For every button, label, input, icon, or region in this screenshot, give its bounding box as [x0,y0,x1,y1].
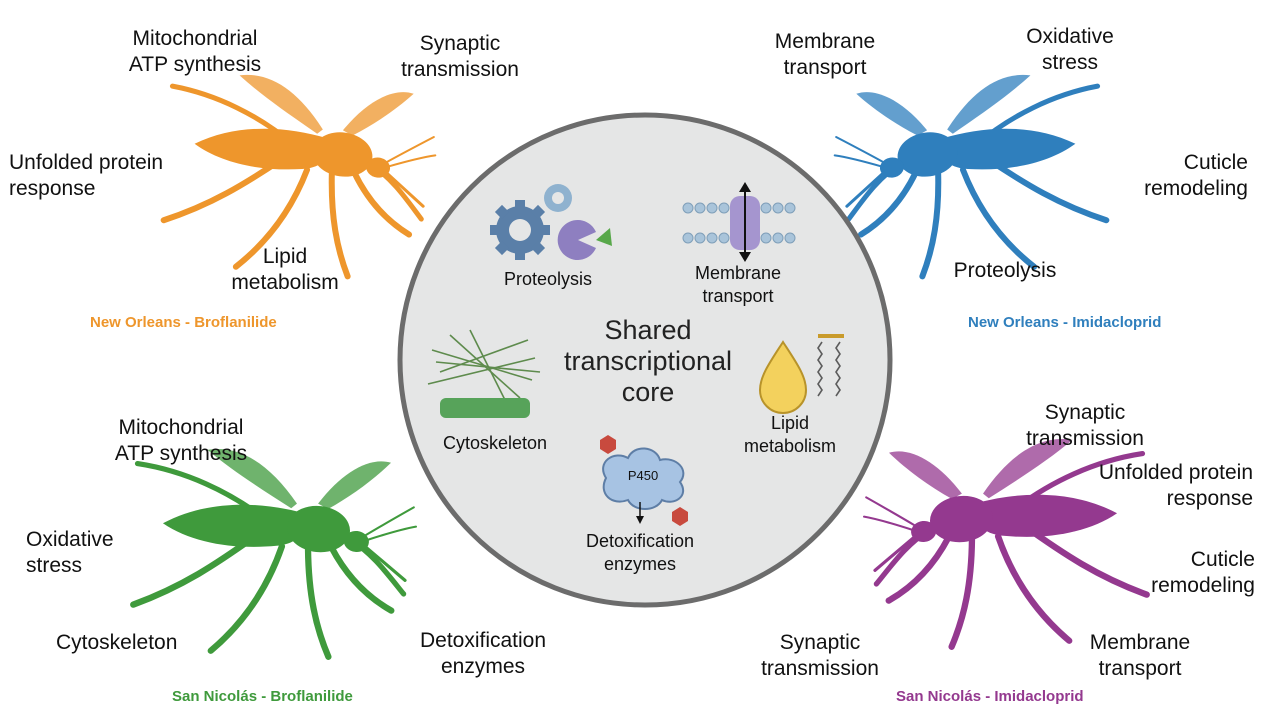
center-detox-label: Detoxification enzymes [585,531,695,574]
cytoskeleton-icon [427,329,541,401]
tl-label-mito: Mitochondrial ATP synthesis [128,27,262,76]
p450-icon [600,435,688,526]
lipid-icon [758,334,844,414]
proteolysis-icon [490,184,612,260]
tl-caption: New Orleans - Broflanilide [90,314,277,331]
tr-label-proteolysis: Proteolysis [953,259,1057,282]
br-caption: San Nicolás - Imidacloprid [896,688,1084,705]
center-proteolysis-label: Proteolysis [503,269,593,289]
tr-label-cuticle: Cuticle remodeling [1144,151,1248,200]
bl-caption: San Nicolás - Broflanilide [172,688,353,705]
membrane-icon [682,182,796,262]
microtubule-icon [440,398,530,418]
tl-label-upr: Unfolded protein response [9,151,164,200]
p450-label: P450 [627,468,659,483]
bl-label-cytoskeleton: Cytoskeleton [56,631,178,654]
tr-caption: New Orleans - Imidacloprid [968,314,1162,331]
tr-label-membrane: Membrane transport [774,30,876,79]
bl-label-detox: Detoxification enzymes [419,629,547,678]
bl-label-oxidative: Oxidative stress [26,528,114,577]
shared-core-title: Shared transcriptional core [563,315,733,407]
br-label-synaptic-bottom: Synaptic transmission [761,631,879,680]
center-membrane-label: Membrane transport [694,263,782,306]
center-cytoskeleton-label: Cytoskeleton [442,433,548,453]
tl-label-lipid: Lipid metabolism [231,245,339,294]
tr-label-oxidative: Oxidative stress [1026,25,1114,74]
tl-label-synaptic: Synaptic transmission [401,32,519,81]
br-label-upr: Unfolded protein response [1098,461,1253,510]
br-label-membrane: Membrane transport [1089,631,1191,680]
br-label-cuticle: Cuticle remodeling [1151,548,1255,597]
center-lipid-label: Lipid metabolism [743,413,837,456]
br-label-synaptic-top: Synaptic transmission [1026,401,1144,450]
bl-label-mito: Mitochondrial ATP synthesis [114,416,248,465]
